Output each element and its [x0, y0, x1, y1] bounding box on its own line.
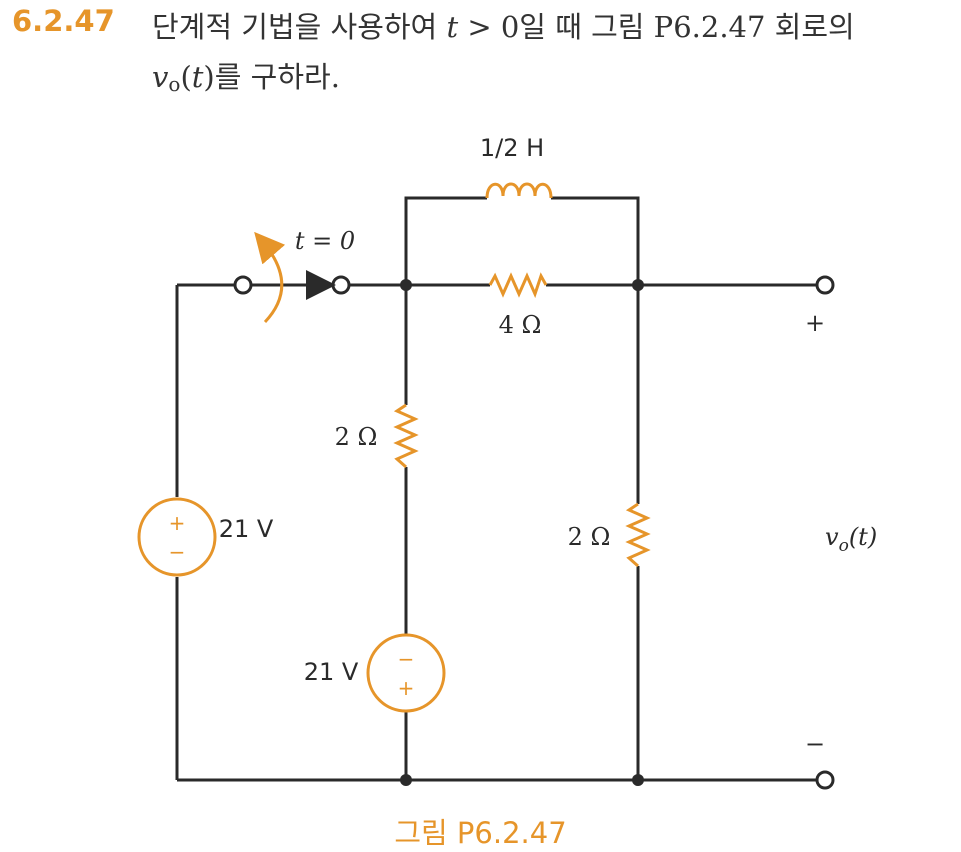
junction-node-b	[632, 279, 644, 291]
switch	[233, 231, 351, 324]
middle-voltage-source: − +	[366, 633, 446, 713]
output-voltage-symbol: v	[825, 523, 839, 551]
problem-text-part: 를 구하라.	[214, 60, 340, 94]
resistor-4ohm	[488, 272, 548, 299]
resistor-right-2ohm	[625, 502, 651, 568]
inductor	[485, 182, 553, 199]
junction-dots	[400, 279, 644, 786]
problem-text-part: > 0일 때 그림 P6.2.47 회로의	[458, 10, 855, 44]
resistor-left-label: 2 Ω	[335, 423, 378, 451]
resistor-left-2ohm	[393, 403, 419, 469]
resistor-right-label: 2 Ω	[568, 523, 611, 551]
problem-vo-subscript: o	[168, 72, 181, 96]
left-source-minus: −	[169, 540, 186, 564]
problem-variable-t-2: t	[191, 60, 204, 94]
output-terminals	[815, 275, 835, 790]
figure-caption: 그림 P6.2.47	[394, 816, 567, 850]
problem-vo-symbol: v	[152, 60, 169, 94]
problem-paren-close: )	[203, 60, 215, 94]
output-minus-sign: −	[805, 730, 825, 758]
switch-action-arrow	[254, 231, 286, 324]
inductor-label: 1/2 H	[480, 134, 544, 162]
output-voltage-subscript: o	[839, 536, 849, 556]
switch-right-contact	[331, 275, 351, 295]
output-voltage-arg: (t)	[849, 523, 877, 551]
junction-bottom-right	[632, 774, 644, 786]
switch-left-contact	[233, 275, 253, 295]
switch-label: t = 0	[295, 227, 355, 255]
problem-variable-t: t	[446, 10, 459, 44]
output-terminal-top	[815, 275, 835, 295]
wires	[175, 196, 817, 782]
resistor-4ohm-label: 4 Ω	[499, 311, 542, 339]
wire-inductor-right	[551, 196, 640, 285]
problem-number: 6.2.47	[12, 4, 115, 38]
junction-node-a	[400, 279, 412, 291]
left-voltage-source: + −	[137, 497, 217, 577]
output-voltage-label: vo(t)	[825, 523, 877, 556]
output-terminal-bottom	[815, 770, 835, 790]
left-source-label: 21 V	[219, 515, 274, 543]
middle-source-plus: +	[398, 676, 415, 700]
problem-text-line-2: vo(t)를 구하라.	[152, 54, 340, 96]
junction-bottom-middle	[400, 774, 412, 786]
middle-source-minus: −	[398, 647, 415, 671]
problem-paren-open: (	[180, 60, 192, 94]
output-plus-sign: +	[805, 309, 825, 337]
problem-text-line-1: 단계적 기법을 사용하여 t > 0일 때 그림 P6.2.47 회로의	[152, 4, 855, 46]
wire-inductor-left	[404, 196, 487, 285]
left-source-plus: +	[169, 511, 186, 535]
problem-text-part: 단계적 기법을 사용하여	[152, 10, 447, 44]
middle-source-label: 21 V	[304, 658, 359, 686]
